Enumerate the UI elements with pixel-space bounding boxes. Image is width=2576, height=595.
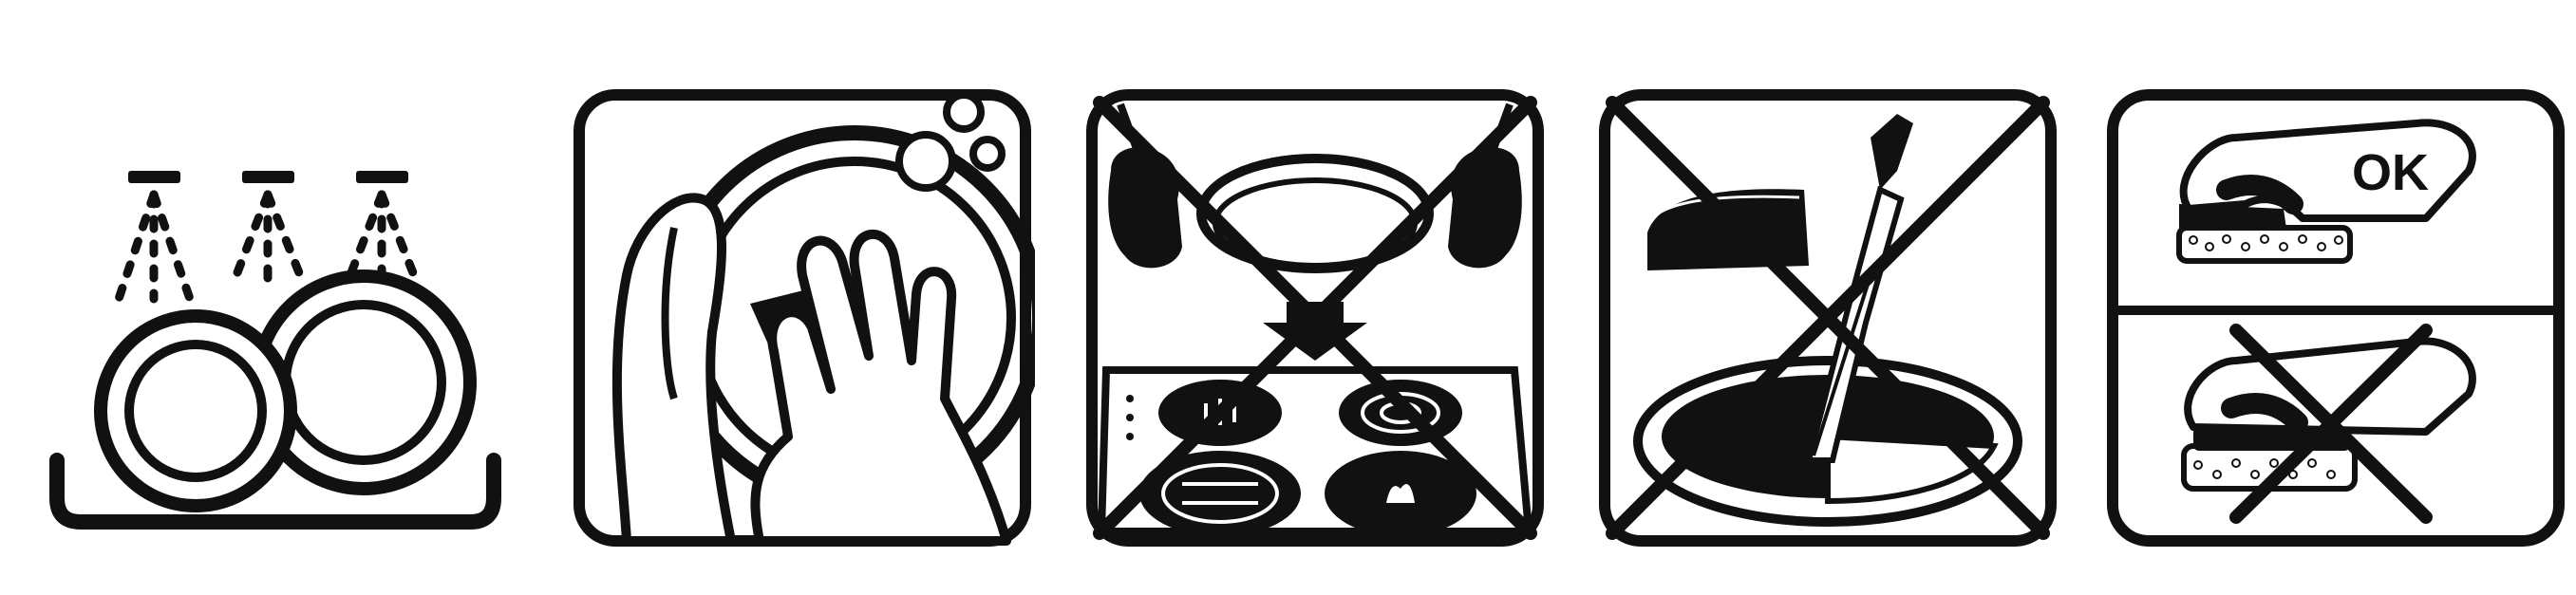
- dishwasher-safe-icon: [38, 157, 513, 546]
- ok-label: OK: [2352, 144, 2429, 201]
- no-oven-mitt-stovetop-icon: [1082, 85, 1548, 550]
- hand-wash-icon: [570, 85, 1035, 550]
- no-knife-cutting-icon: [1595, 85, 2060, 550]
- soft-sponge-only-icon: OK: [2103, 85, 2568, 550]
